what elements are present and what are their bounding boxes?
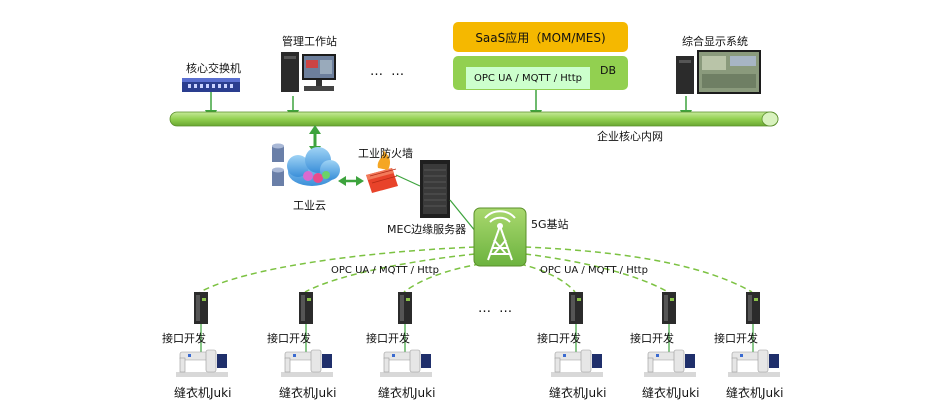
base-station-label: 5G基站 — [531, 218, 569, 231]
cloud-icon — [287, 147, 340, 186]
cloud-label: 工业云 — [293, 199, 326, 212]
database-icon — [272, 143, 284, 186]
machine-unit — [176, 292, 228, 377]
firewall-mec-link — [395, 174, 421, 187]
machine-unit — [728, 292, 780, 377]
sewing-machine-label: 缝衣机Juki — [726, 386, 784, 400]
interface-dev-label: 接口开发 — [537, 332, 581, 345]
saas-protocol-box: OPC UA / MQTT / Http — [466, 67, 590, 89]
sewing-machine-label: 缝衣机Juki — [642, 386, 700, 400]
cloud-firewall-arrow — [338, 176, 364, 186]
wireless-protocol-left: OPC UA / MQTT / Http — [331, 265, 439, 276]
firewall-label: 工业防火墙 — [358, 147, 413, 160]
mec-basestation-link — [449, 199, 477, 233]
machine-unit — [380, 292, 432, 377]
interface-dev-label: 接口开发 — [714, 332, 758, 345]
display-system-label: 综合显示系统 — [682, 35, 748, 48]
machine-unit — [644, 292, 696, 377]
mec-server-label: MEC边缘服务器 — [387, 223, 467, 236]
backbone-label: 企业核心内网 — [597, 130, 663, 143]
firewall-icon — [366, 150, 398, 193]
devices-group — [176, 292, 780, 377]
base-station-icon — [473, 207, 527, 267]
workstation-icon — [281, 52, 336, 92]
machine-unit — [551, 292, 603, 377]
machine-unit — [281, 292, 333, 377]
backbone-pipe — [169, 111, 779, 127]
sewing-machine-label: 缝衣机Juki — [174, 386, 232, 400]
sewing-machine-label: 缝衣机Juki — [279, 386, 337, 400]
interface-dev-label: 接口开发 — [267, 332, 311, 345]
interface-dev-label: 接口开发 — [630, 332, 674, 345]
interface-dev-label: 接口开发 — [366, 332, 410, 345]
core-switch-icon — [182, 78, 240, 92]
sewing-machine-label: 缝衣机Juki — [549, 386, 607, 400]
interface-dev-label: 接口开发 — [162, 332, 206, 345]
top-ellipsis: … … — [370, 64, 407, 79]
saas-app-box: SaaS应用（MOM/MES) — [453, 22, 628, 52]
mec-server-icon — [420, 160, 450, 218]
wireless-links — [199, 246, 753, 293]
db-label: DB — [600, 64, 617, 77]
bottom-ellipsis: … … — [478, 301, 515, 316]
display-system-icon — [676, 50, 761, 94]
mgmt-station-label: 管理工作站 — [282, 35, 337, 48]
wireless-protocol-right: OPC UA / MQTT / Http — [540, 265, 648, 276]
sewing-machine-label: 缝衣机Juki — [378, 386, 436, 400]
core-switch-label: 核心交换机 — [186, 62, 241, 75]
